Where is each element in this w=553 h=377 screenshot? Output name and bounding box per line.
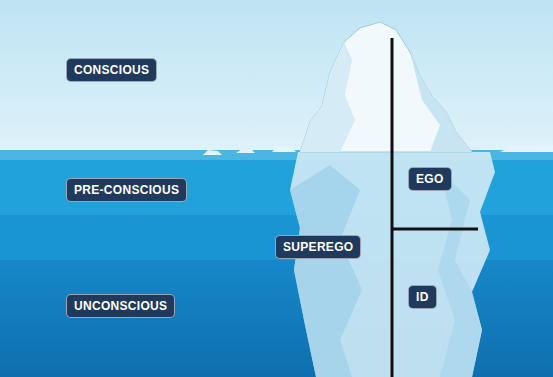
iceberg-tip (300, 22, 472, 152)
structure-label: ID (408, 285, 437, 309)
divider-line (392, 228, 478, 231)
ice-floe (500, 145, 553, 152)
sky (0, 0, 553, 152)
label-text: CONSCIOUS (74, 63, 149, 77)
divider-line (391, 38, 394, 377)
iceberg-tip-shade (300, 42, 355, 152)
iceberg-shade (290, 165, 362, 377)
label-text: PRE-CONSCIOUS (74, 183, 179, 197)
iceberg-tip-shade (410, 52, 472, 152)
level-label: CONSCIOUS (66, 58, 157, 82)
ice-floe (272, 146, 296, 152)
structure-label: EGO (408, 167, 452, 191)
ice-floe (236, 149, 255, 153)
structure-label: SUPEREGO (275, 235, 361, 259)
label-text: EGO (416, 172, 444, 186)
label-text: UNCONSCIOUS (74, 299, 167, 313)
iceberg-shade (438, 170, 482, 377)
level-label: PRE-CONSCIOUS (66, 178, 187, 202)
ice-floe (203, 150, 222, 155)
level-label: UNCONSCIOUS (66, 294, 175, 318)
label-text: ID (416, 290, 429, 304)
label-text: SUPEREGO (283, 240, 353, 254)
